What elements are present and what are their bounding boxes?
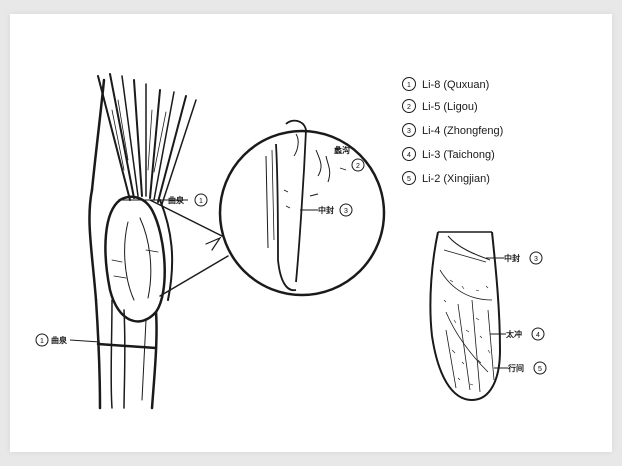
callout-foot-low: 行间 5: [494, 362, 546, 374]
callout-foot-top-number: 3: [534, 256, 538, 263]
callout-magnifier-top-label: 蠡沟: [334, 145, 350, 155]
legend-item-number: 4: [407, 152, 411, 159]
callout-foot-top-label: 中封: [504, 253, 520, 263]
legend-item-number: 5: [407, 176, 411, 183]
magnifier-detail: [220, 121, 384, 295]
legend-item-number: 2: [407, 104, 411, 111]
callout-magnifier-mid: 中封 3: [300, 204, 352, 216]
legend-item-label: Li-8 (Quxuan): [422, 79, 489, 91]
leg-illustration: [89, 74, 228, 408]
legend-item: 1 Li-8 (Quxuan): [403, 78, 490, 92]
callout-foot-low-label: 行间: [507, 363, 524, 373]
legend-item-number: 3: [407, 128, 411, 135]
callout-knee-label: 曲泉: [168, 195, 185, 205]
callout-magnifier-mid-label: 中封: [318, 205, 334, 215]
callout-knee-number: 1: [199, 198, 203, 205]
legend-item: 4 Li-3 (Taichong): [403, 148, 495, 162]
callout-leg-left-number: 1: [40, 338, 44, 345]
callout-foot-low-number: 5: [538, 366, 542, 373]
callout-magnifier-mid-number: 3: [344, 208, 348, 215]
legend-item: 2 Li-5 (Ligou): [403, 100, 478, 114]
legend-item: 5 Li-2 (Xingjian): [403, 172, 490, 186]
callout-foot-mid: 太冲 4: [490, 328, 544, 340]
callout-foot-mid-label: 太冲: [505, 329, 522, 339]
foot-illustration: [430, 232, 500, 400]
callout-foot-mid-number: 4: [536, 332, 540, 339]
legend-item-label: Li-4 (Zhongfeng): [422, 125, 503, 137]
acupoint-legend: 1 Li-8 (Quxuan) 2 Li-5 (Ligou) 3 Li-4 (Z…: [403, 78, 504, 186]
legend-item-label: Li-5 (Ligou): [422, 101, 478, 113]
callout-magnifier-top-number: 2: [356, 163, 360, 170]
callout-leg-left: 1 曲泉: [36, 334, 100, 346]
legend-item-number: 1: [407, 82, 411, 89]
legend-item: 3 Li-4 (Zhongfeng): [403, 124, 504, 138]
callout-leg-left-label: 曲泉: [51, 335, 68, 345]
callout-magnifier-top: 蠡沟 2: [334, 145, 364, 171]
legend-item-label: Li-2 (Xingjian): [422, 173, 490, 185]
legend-item-label: Li-3 (Taichong): [422, 149, 495, 161]
